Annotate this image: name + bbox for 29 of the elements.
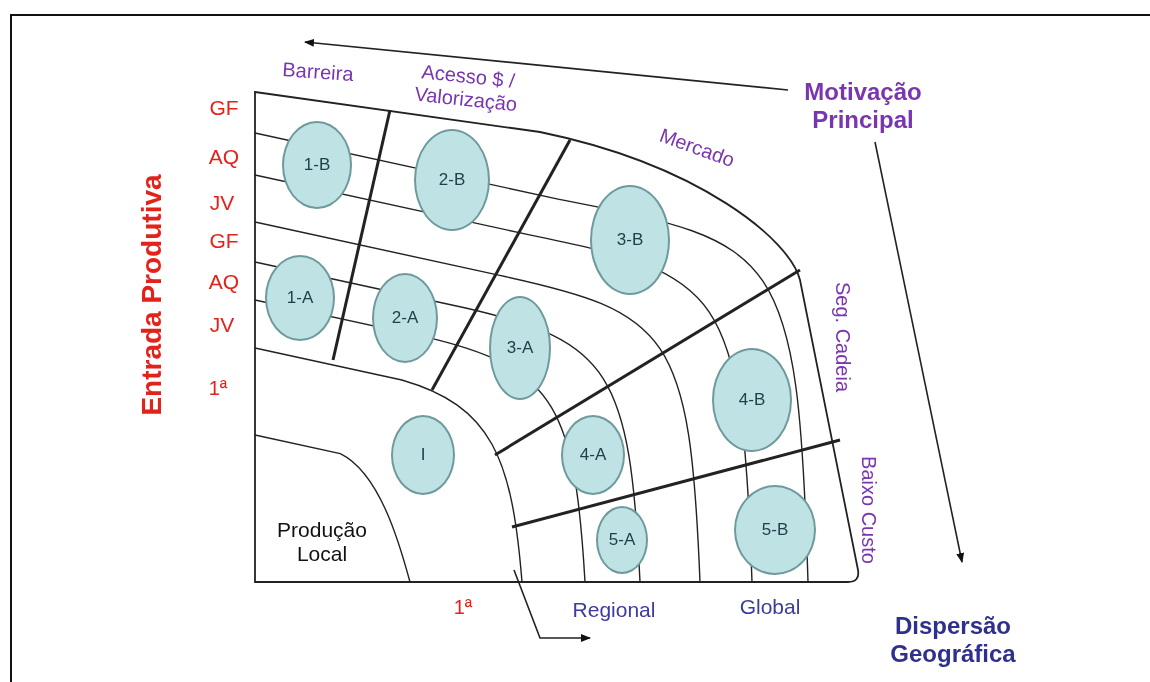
column-label: Regional [572, 597, 656, 623]
axis-title: Dispersão Geográfica [889, 612, 1017, 668]
column-label: 1ª [453, 595, 473, 619]
row-label: AQ [208, 144, 240, 170]
cluster-ellipse: 1-A [265, 255, 335, 341]
cluster-ellipse: 5-A [596, 506, 648, 574]
column-label: Seg. Cadeia [830, 281, 854, 393]
cluster-ellipse: 1-B [282, 121, 352, 209]
cluster-ellipse: 3-A [489, 296, 551, 400]
cluster-ellipse: 4-B [712, 348, 792, 452]
cluster-ellipse: 2-B [414, 129, 490, 231]
cluster-ellipse: I [391, 415, 455, 495]
column-label: Barreira [281, 58, 355, 86]
row-label: GF [209, 228, 239, 254]
row-label: JV [209, 312, 235, 338]
cluster-ellipse: 3-B [590, 185, 670, 295]
column-label: Global [739, 594, 801, 620]
axis-title: Entrada Produtiva [135, 174, 168, 416]
column-label: Baixo Custo [856, 456, 880, 564]
row-label: 1ª [208, 376, 228, 400]
column-label: Acesso $ / Valorização [412, 59, 520, 118]
axis-title: Motivação Principal [803, 78, 923, 134]
row-label: GF [209, 95, 239, 121]
cluster-ellipse: 2-A [372, 273, 438, 363]
row-label: AQ [208, 269, 240, 295]
region-label: Produção Local [276, 517, 368, 567]
cluster-ellipse: 4-A [561, 415, 625, 495]
cluster-ellipse: 5-B [734, 485, 816, 575]
row-label: JV [209, 190, 235, 216]
